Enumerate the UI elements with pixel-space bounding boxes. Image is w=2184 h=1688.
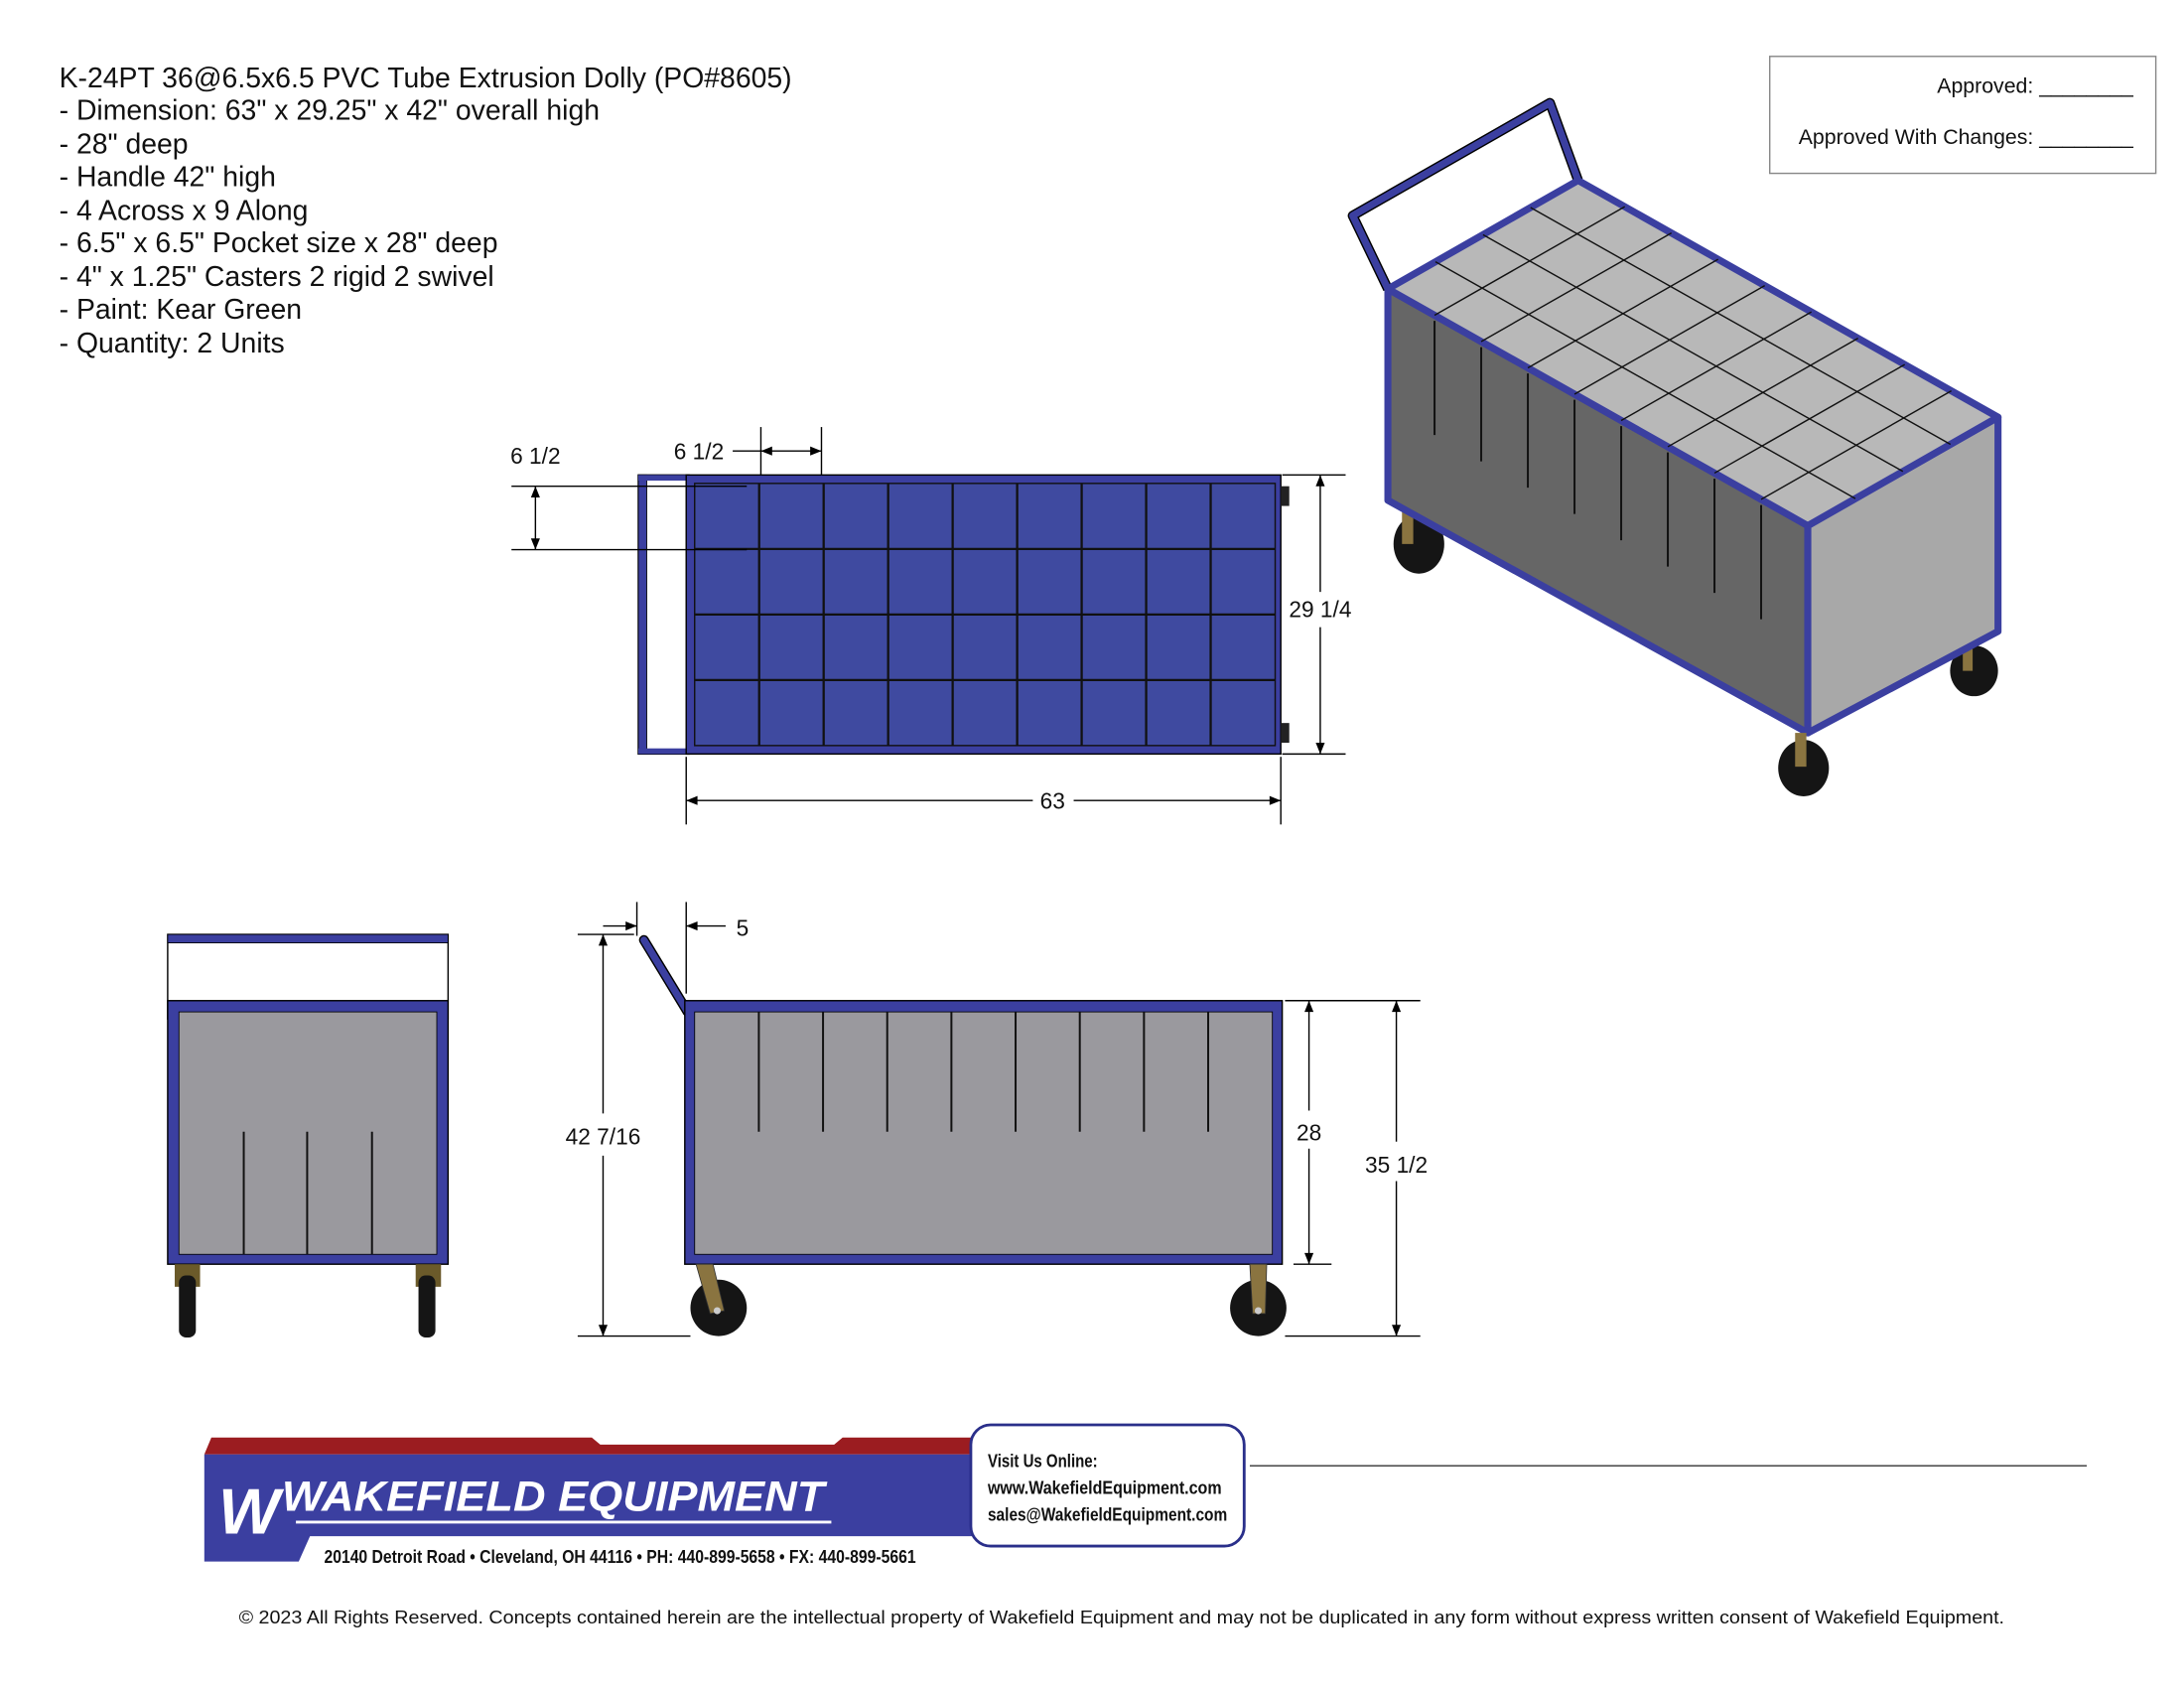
top-view [637,474,1290,756]
top-view-dimensions [511,427,1346,825]
spec-line: - 28" deep [60,129,189,161]
side-view [638,934,1287,1336]
end-view [167,933,450,1337]
spec-line: - 4" x 1.25" Casters 2 rigid 2 swivel [60,261,494,293]
caster-icon [1778,733,1830,796]
pocket-divider [1713,363,1906,475]
spec-line: - Quantity: 2 Units [60,328,285,359]
pocket-divider [1527,258,1719,369]
email-link[interactable]: sales@WakefieldEquipment.com [988,1504,1227,1525]
dim-handle-offset: 5 [737,914,750,940]
approved-with-changes-label: Approved With Changes: ________ [1799,125,2134,149]
pocket-divider [1480,232,1673,343]
visit-label: Visit Us Online: [988,1451,1098,1472]
spec-line: - Paint: Kear Green [60,294,302,326]
caster-icon [1393,509,1444,574]
caster-icon [690,1263,748,1336]
visit-online-box: Visit Us Online: www.WakefieldEquipment.… [969,1423,1246,1548]
dim-width: 29 1/4 [1289,597,1351,623]
approved-label: Approved: ________ [1937,74,2134,98]
dim-pocket-top: 6 1/2 [674,439,724,465]
spec-block: K-24PT 36@6.5x6.5 PVC Tube Extrusion Dol… [60,63,792,359]
side-view-dimensions [577,902,1421,1337]
dim-box-depth: 28 [1297,1119,1321,1145]
caster-icon [1950,645,1998,697]
svg-text:W: W [218,1475,285,1547]
pocket-divider [1760,390,1953,500]
spec-line: - 4 Across x 9 Along [60,195,309,226]
pocket-divider [1620,311,1813,422]
caster-icon [1230,1263,1287,1336]
isometric-view [1347,97,2002,796]
pocket-divider [1482,233,1904,473]
pocket-divider [1434,261,1856,499]
spec-line: - 6.5" x 6.5" Pocket size x 28" deep [60,227,498,259]
caster-icon [175,1264,201,1337]
pocket-divider [1573,285,1766,395]
dim-box-height: 35 1/2 [1365,1152,1428,1178]
approval-box: Approved: ________ Approved With Changes… [1769,56,2157,175]
dim-overall-height: 42 7/16 [566,1124,641,1150]
drawing-title: K-24PT 36@6.5x6.5 PVC Tube Extrusion Dol… [60,63,792,94]
pocket-divider [1667,338,1859,448]
copyright-notice: © 2023 All Rights Reserved. Concepts con… [239,1607,2004,1627]
spec-line: - Dimension: 63" x 29.25" x 42" overall … [60,95,600,127]
dim-pocket-left: 6 1/2 [510,443,560,469]
spec-line: - Handle 42" high [60,161,276,193]
pocket-divider [1530,207,1952,446]
company-logo: W WAKEFIELD EQUIPMENT [204,1437,973,1562]
caster-icon [415,1264,442,1337]
company-address: 20140 Detroit Road • Cleveland, OH 44116… [324,1546,915,1567]
pocket-divider [1433,206,1626,317]
logo-text: WAKEFIELD EQUIPMENT [282,1474,828,1521]
dim-length: 63 [1040,788,1065,814]
website-link[interactable]: www.WakefieldEquipment.com [987,1477,1221,1498]
